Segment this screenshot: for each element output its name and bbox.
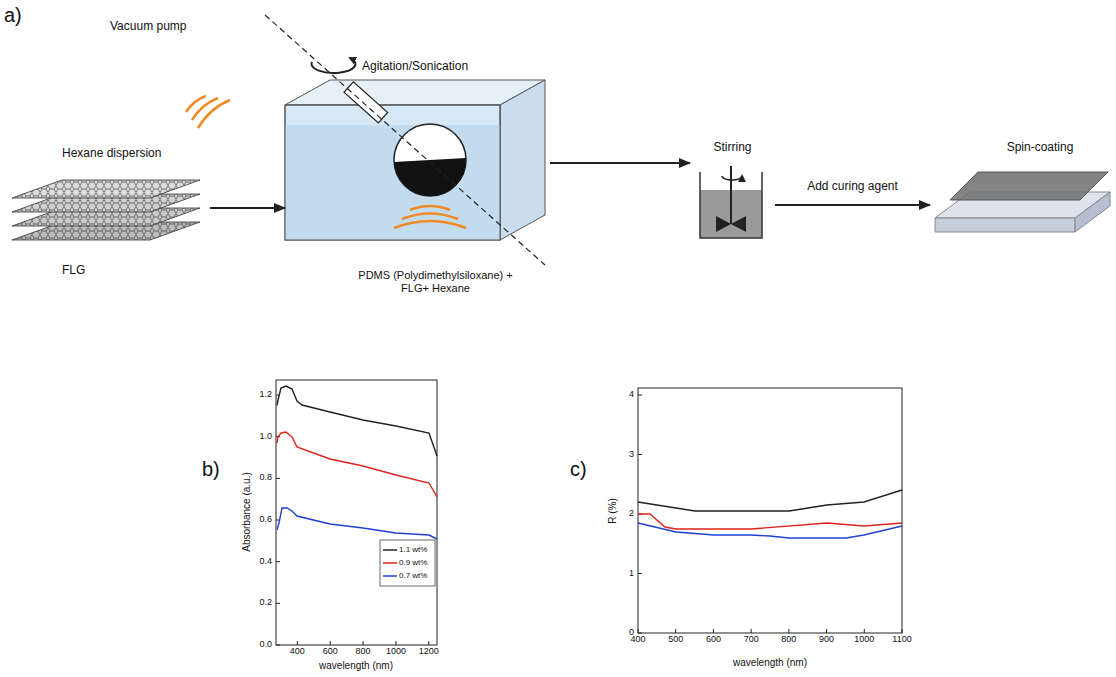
tick-label: 400 (630, 635, 645, 645)
legend-text: 0.9 wt% (399, 559, 427, 568)
tick-mark (330, 641, 331, 645)
tick-label: 0.2 (259, 598, 272, 608)
rotary-flask (265, 15, 545, 265)
panel-label: b) (202, 458, 220, 480)
process-step: Spin-coating (930, 138, 1112, 250)
tick-label: 1.0 (259, 432, 272, 442)
axis-title: R (%) (607, 498, 618, 524)
tick-label: 1000 (386, 647, 406, 657)
tick-label: 2 (629, 509, 634, 519)
tick-label: 600 (323, 647, 338, 657)
tick-label: 700 (744, 635, 759, 645)
tick-mark (713, 629, 714, 633)
legend-text: 0.7 wt% (399, 572, 427, 581)
axis-title: wavelength (nm) (319, 660, 393, 671)
sonication-bath (285, 80, 545, 240)
process-step: Hexane dispersionFLG (40, 142, 210, 282)
graphene-sheets (12, 180, 200, 240)
tick-mark (395, 641, 396, 645)
tick-mark (638, 573, 642, 574)
tick-mark (276, 478, 280, 479)
tick-mark (276, 603, 280, 604)
part-label: Vacuum pump (110, 20, 186, 33)
part-label: Agitation/Sonication (362, 60, 468, 73)
tick-label: 1200 (419, 647, 439, 657)
tick-label: 0.4 (259, 557, 272, 567)
tick-mark (638, 454, 642, 455)
step-heading: Hexane dispersion (62, 146, 161, 161)
tick-mark (638, 395, 642, 396)
tick-mark (363, 641, 364, 645)
tick-mark (276, 561, 280, 562)
step-text: Stirring (713, 140, 751, 155)
tick-mark (297, 641, 298, 645)
tick-mark (864, 629, 865, 633)
step-text: FLG (62, 263, 85, 278)
step-text: Spin-coating (1007, 140, 1074, 155)
spin-coated-film (935, 172, 1110, 232)
tick-label: 0.8 (259, 473, 272, 483)
tick-label: 3 (629, 450, 634, 460)
process-step: Stirring (690, 138, 775, 242)
tick-label: 800 (781, 635, 796, 645)
tick-label: 1 (629, 569, 634, 579)
tick-label: 1.2 (259, 390, 272, 400)
axis-title: wavelength (nm) (733, 657, 807, 668)
absorbance-chart (276, 380, 437, 645)
tick-label: 600 (706, 635, 721, 645)
reflectance-chart (638, 388, 902, 633)
tick-mark (902, 629, 903, 633)
tick-mark (428, 641, 429, 645)
tick-label: 900 (819, 635, 834, 645)
tick-mark (638, 629, 639, 633)
tick-label: 1100 (892, 635, 911, 645)
tick-label: 400 (290, 647, 305, 657)
tick-mark (751, 629, 752, 633)
step-text: PDMS (Polydimethylsiloxane) + FLG+ Hexan… (348, 269, 523, 297)
process-arrow (550, 162, 690, 164)
panel-label: a) (4, 4, 22, 26)
tick-label: 1000 (854, 635, 874, 645)
tick-mark (638, 633, 642, 634)
axis-title: Absorbance (a.u.) (241, 472, 252, 552)
panel-label: c) (570, 458, 587, 480)
tick-label: 800 (356, 647, 371, 657)
legend-text: 1.1 wt% (399, 546, 427, 555)
sonic-waves (186, 96, 230, 128)
edge-label: Add curing agent (805, 179, 900, 193)
process-arrow (210, 207, 285, 209)
process-arrow (775, 204, 930, 206)
tick-mark (788, 629, 789, 633)
tick-mark (826, 629, 827, 633)
tick-mark (675, 629, 676, 633)
process-step: PDMS (Polydimethylsiloxane) + FLG+ Hexan… (285, 80, 550, 298)
tick-label: 500 (668, 635, 683, 645)
stirring-beaker (700, 166, 762, 238)
tick-label: 0.6 (259, 515, 272, 525)
bath-waves (394, 206, 466, 228)
tick-label: 0.0 (259, 640, 272, 650)
tick-mark (276, 645, 280, 646)
tick-label: 4 (629, 390, 634, 400)
